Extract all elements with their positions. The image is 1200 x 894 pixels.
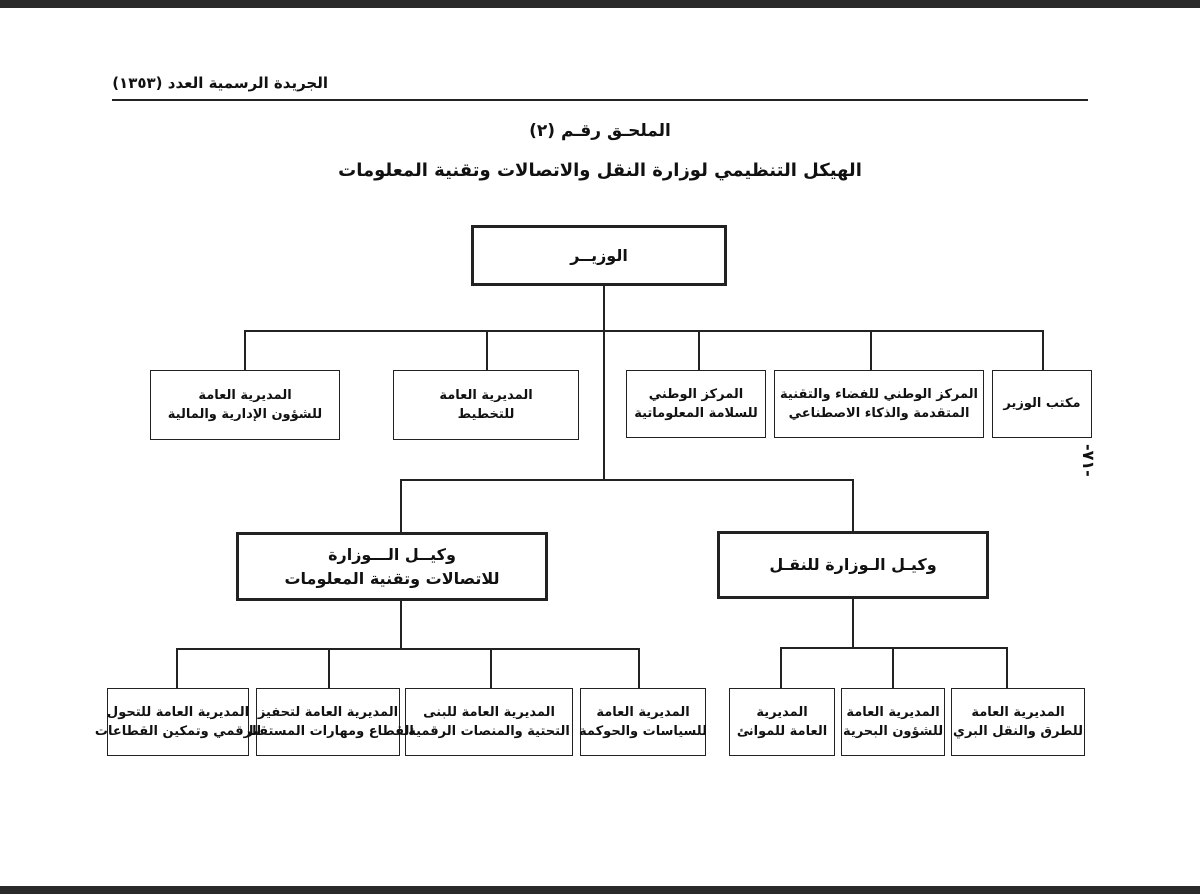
security-center-label-line2: للسلامة المعلوماتية <box>634 406 758 421</box>
policies-directorate-label-line1: المديرية العامة <box>596 704 690 720</box>
infrastructure-directorate-box: المديرية العامة للبنى التحتية والمنصات ا… <box>405 688 573 756</box>
connector-line <box>892 647 894 689</box>
admin-finance-label-line2: للشؤون الإدارية والمالية <box>167 407 323 422</box>
connector-line <box>490 648 492 688</box>
planning-box: المديرية العامة للتخطيط <box>393 370 579 440</box>
connector-line <box>244 330 246 370</box>
space-center-box: المركز الوطني للفضاء والتقنية المتقدمة و… <box>774 370 984 438</box>
header-rule <box>112 99 1088 101</box>
ports-directorate-label-line1: المديرية <box>756 704 808 720</box>
undersecretary-ict-label-line1: وكيــل الـــوزارة <box>328 544 456 564</box>
planning-label-line2: للتخطيط <box>457 407 515 422</box>
security-center-box: المركز الوطني للسلامة المعلوماتية <box>626 370 766 438</box>
space-center-label-line1: المركز الوطني للفضاء والتقنية <box>780 386 979 402</box>
sector-directorate-label-line2: القطاع ومهارات المستقبل <box>242 724 414 739</box>
roads-directorate-label-line1: المديرية العامة <box>971 704 1065 720</box>
connector-line <box>870 330 872 370</box>
infrastructure-directorate-label-line1: المديرية العامة للبنى <box>423 704 555 720</box>
minister-label: الوزيــر <box>570 245 628 265</box>
digital-directorate-label-line1: المديرية العامة للتحول <box>106 704 250 720</box>
security-center-label-line1: المركز الوطني <box>648 386 744 402</box>
minister-office-box: مكتب الوزير <box>992 370 1092 438</box>
digital-directorate-box: المديرية العامة للتحول الرقمي وتمكين الق… <box>95 688 261 756</box>
connector-line <box>400 479 402 532</box>
connector-line <box>400 479 854 481</box>
connector-line <box>176 648 178 688</box>
undersecretary-transport-box: وكيـل الـوزارة للنقـل <box>717 531 989 599</box>
connector-line <box>852 598 854 648</box>
roads-directorate-label-line2: للطرق والنقل البري <box>953 724 1083 739</box>
minister-box: الوزيــر <box>471 225 727 286</box>
sector-directorate-box: المديرية العامة لتحفيز القطاع ومهارات ال… <box>242 688 414 756</box>
minister-office-label: مكتب الوزير <box>1003 396 1081 412</box>
maritime-directorate-label-line1: المديرية العامة <box>846 704 940 720</box>
connector-line <box>244 330 1044 332</box>
connector-line <box>486 330 488 370</box>
space-center-label-line2: المتقدمة والذكاء الاصطناعي <box>788 406 970 421</box>
planning-label-line1: المديرية العامة <box>439 387 533 403</box>
connector-line <box>328 648 330 688</box>
top-border <box>0 0 1200 8</box>
undersecretary-transport-label: وكيـل الـوزارة للنقـل <box>769 555 937 574</box>
admin-finance-label-line1: المديرية العامة <box>198 387 292 403</box>
maritime-directorate-box: المديرية العامة للشؤون البحرية <box>841 688 945 756</box>
policies-directorate-box: المديرية العامة للسياسات والحوكمة <box>579 688 707 756</box>
undersecretary-ict-box: وكيــل الـــوزارة للاتصالات وتقنية المعل… <box>236 532 548 601</box>
journal-header: الجريدة الرسمية العدد (١٣٥٣) <box>112 74 328 92</box>
annex-title: الملحـق رقـم (٢) <box>529 121 671 141</box>
admin-finance-box: المديرية العامة للشؤون الإدارية والمالية <box>150 370 340 440</box>
maritime-directorate-label-line2: للشؤون البحرية <box>842 724 944 739</box>
digital-directorate-label-line2: الرقمي وتمكين القطاعات <box>94 724 262 739</box>
ports-directorate-box: المديرية العامة للموانئ <box>729 688 835 756</box>
ports-directorate-label-line2: العامة للموانئ <box>736 724 828 739</box>
page-number: -٧١- <box>1079 444 1098 477</box>
roads-directorate-box: المديرية العامة للطرق والنقل البري <box>951 688 1085 756</box>
connector-line <box>1006 647 1008 689</box>
document-title: الهيكل التنظيمي لوزارة النقل والاتصالات … <box>338 160 862 181</box>
infrastructure-directorate-label-line2: التحتية والمنصات الرقمية <box>408 724 570 739</box>
connector-line <box>698 330 700 370</box>
connector-line <box>780 647 1008 649</box>
connector-line <box>603 285 605 480</box>
connector-line <box>780 647 782 689</box>
bottom-border <box>0 886 1200 894</box>
connector-line <box>852 479 854 531</box>
policies-directorate-label-line2: للسياسات والحوكمة <box>579 724 707 739</box>
connector-line <box>1042 330 1044 370</box>
undersecretary-ict-label-line2: للاتصالات وتقنية المعلومات <box>284 568 500 588</box>
sector-directorate-label-line1: المديرية العامة لتحفيز <box>257 704 399 720</box>
connector-line <box>176 648 640 650</box>
connector-line <box>400 600 402 649</box>
connector-line <box>638 648 640 688</box>
